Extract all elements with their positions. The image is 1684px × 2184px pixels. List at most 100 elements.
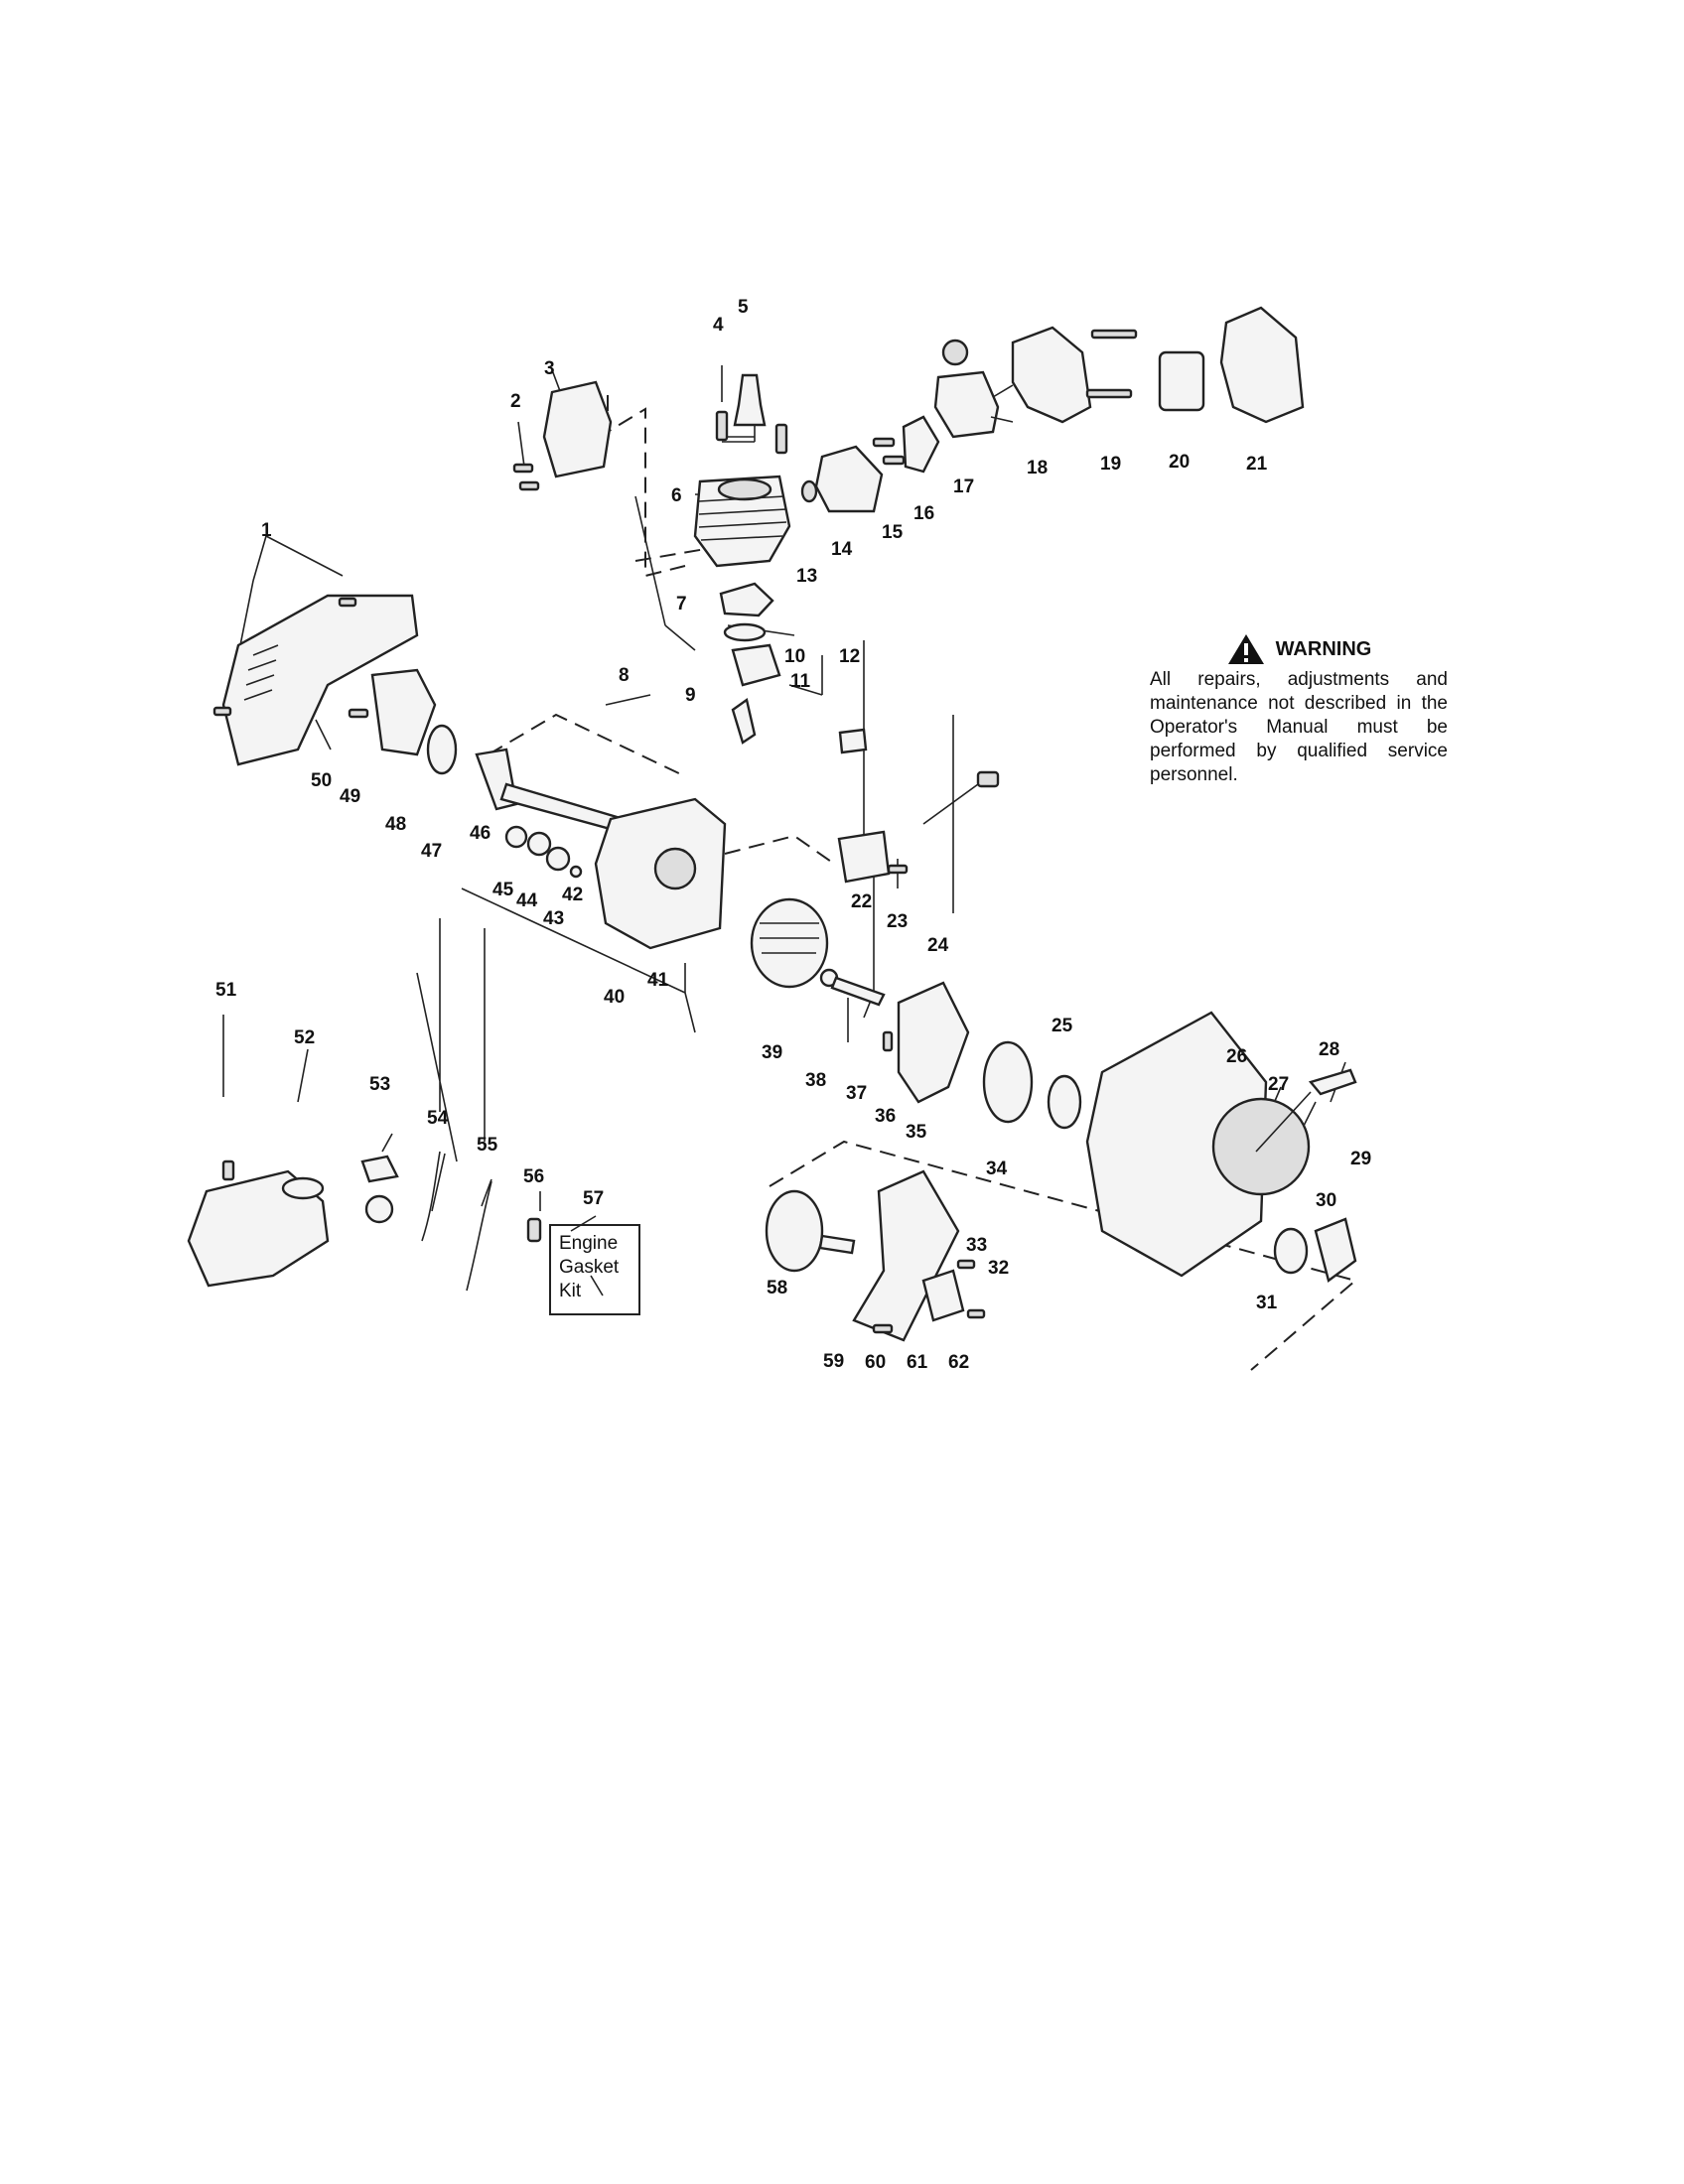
- screw-part: [887, 864, 909, 875]
- callout-39: 39: [762, 1042, 782, 1063]
- callout-24: 24: [927, 935, 949, 956]
- callout-44: 44: [516, 890, 538, 911]
- air-filter-cover-part: [1219, 306, 1305, 424]
- callout-27: 27: [1268, 1074, 1289, 1095]
- piston-ring-part: [723, 622, 767, 642]
- callout-18: 18: [1027, 458, 1048, 478]
- starter-pawl-part: [1314, 1217, 1357, 1284]
- throttle-bracket-part: [921, 1269, 965, 1322]
- piston-part: [731, 643, 781, 687]
- callout-50: 50: [311, 770, 332, 791]
- callout-53: 53: [369, 1074, 390, 1095]
- callout-51: 51: [215, 980, 237, 1001]
- callout-54: 54: [427, 1108, 449, 1129]
- callout-40: 40: [604, 987, 625, 1008]
- callout-42: 42: [562, 885, 583, 905]
- engine-cover-part: [221, 594, 419, 766]
- callout-59: 59: [823, 1351, 844, 1372]
- callout-55: 55: [477, 1135, 498, 1156]
- fuel-tank-neck-part: [281, 1176, 325, 1200]
- muffler-body-part: [370, 668, 437, 756]
- starter-housing-part: [1085, 1011, 1268, 1278]
- muffler-gasket-part: [426, 724, 458, 775]
- retaining-ring-part: [569, 865, 583, 879]
- callout-37: 37: [846, 1083, 867, 1104]
- screw-part: [872, 437, 896, 448]
- callout-2: 2: [510, 391, 521, 412]
- callout-16: 16: [913, 503, 934, 524]
- warning-title: WARNING: [1275, 637, 1372, 660]
- callout-7: 7: [676, 594, 687, 614]
- screw-part: [1090, 329, 1138, 340]
- cylinder-bore-part: [717, 478, 772, 501]
- ignition-lead-part: [838, 728, 868, 754]
- screw-part: [221, 1160, 235, 1181]
- callout-41: 41: [647, 970, 669, 991]
- carburetor-gasket-part: [902, 415, 940, 474]
- fuel-filter-screen-part: [364, 1194, 394, 1224]
- callout-19: 19: [1100, 454, 1121, 475]
- callout-22: 22: [851, 891, 872, 912]
- flywheel-part: [750, 897, 829, 989]
- callout-61: 61: [907, 1352, 928, 1373]
- callout-35: 35: [906, 1122, 927, 1143]
- warning-triangle-icon: [1227, 634, 1264, 664]
- air-filter-part: [1158, 350, 1205, 412]
- callout-46: 46: [470, 823, 491, 844]
- callout-labels: 1 2 3 4 5 6 7 8 9 10 11 12 13 14 15 16 1…: [215, 297, 1371, 1373]
- callout-13: 13: [796, 566, 817, 587]
- callout-34: 34: [986, 1159, 1008, 1179]
- callout-11: 11: [790, 671, 811, 692]
- callout-29: 29: [1350, 1149, 1371, 1169]
- callout-48: 48: [385, 814, 406, 835]
- starter-pulley-part: [982, 1040, 1034, 1124]
- screw-part: [518, 480, 540, 491]
- fuel-tank-part: [187, 1169, 330, 1288]
- screw-part: [348, 708, 369, 719]
- gasket-part: [800, 479, 818, 503]
- shaft-part: [830, 976, 886, 1007]
- callout-33: 33: [966, 1235, 987, 1256]
- callout-8: 8: [619, 665, 630, 686]
- callout-31: 31: [1256, 1293, 1278, 1313]
- callout-43: 43: [543, 908, 564, 929]
- crankcase-bore-part: [653, 847, 697, 890]
- callout-9: 9: [685, 685, 696, 706]
- screw-part: [212, 706, 232, 717]
- parts: [187, 306, 1357, 1342]
- callout-10: 10: [784, 646, 805, 667]
- clutch-shaft-part: [818, 1234, 856, 1255]
- clutch-part: [765, 1189, 824, 1273]
- cylinder-part: [693, 475, 791, 568]
- warning-heading: WARNING: [1150, 632, 1448, 666]
- carburetor-insulator-part: [814, 445, 884, 513]
- screw-part: [512, 463, 534, 474]
- callout-12: 12: [839, 646, 860, 667]
- screw-part: [966, 1308, 986, 1319]
- callout-17: 17: [953, 477, 974, 497]
- callout-32: 32: [988, 1258, 1009, 1279]
- fuel-cap-part: [360, 1155, 399, 1183]
- callout-45: 45: [492, 880, 514, 900]
- warning-body: All repairs, adjustments and maintenance…: [1150, 669, 1448, 785]
- ignition-module-part: [837, 830, 891, 884]
- bearing-part: [504, 825, 528, 849]
- callout-30: 30: [1316, 1190, 1336, 1211]
- callout-21: 21: [1246, 454, 1268, 475]
- air-filter-base-part: [1011, 326, 1092, 424]
- callout-5: 5: [738, 297, 749, 318]
- callout-28: 28: [1319, 1039, 1339, 1060]
- callout-52: 52: [294, 1027, 315, 1048]
- bearing-part: [526, 831, 552, 857]
- starter-handle-part: [1308, 1068, 1357, 1096]
- carburetor-part: [933, 370, 1000, 439]
- callout-38: 38: [805, 1070, 826, 1091]
- callout-56: 56: [523, 1166, 544, 1187]
- primer-bulb-part: [941, 339, 969, 366]
- callout-15: 15: [882, 522, 904, 543]
- screw-part: [956, 1259, 976, 1270]
- callout-26: 26: [1226, 1046, 1247, 1067]
- screw-part: [882, 1030, 894, 1052]
- heat-shield-part: [542, 380, 613, 478]
- callout-25: 25: [1052, 1016, 1073, 1036]
